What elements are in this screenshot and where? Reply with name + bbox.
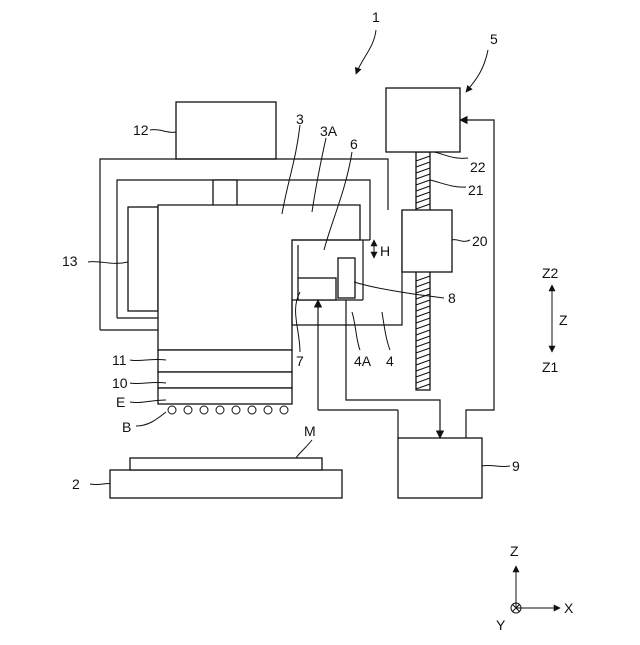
label-4A: 4A xyxy=(354,353,372,369)
part-13-plate xyxy=(128,207,158,311)
part-9-controller xyxy=(398,438,482,498)
label-8: 8 xyxy=(448,290,456,306)
label-5: 5 xyxy=(490,31,498,47)
coord-label-Z: Z xyxy=(510,543,519,559)
label-B: B xyxy=(122,419,131,435)
label-11: 11 xyxy=(112,352,127,368)
label-22: 22 xyxy=(470,159,486,175)
label-2: 2 xyxy=(72,476,80,492)
part-2-stage xyxy=(110,470,342,498)
label-figure-1: 1 xyxy=(372,9,380,25)
label-E: E xyxy=(116,394,125,410)
label-13: 13 xyxy=(62,253,78,269)
part-7-block xyxy=(298,278,336,300)
label-6: 6 xyxy=(350,136,358,152)
coordinate-system xyxy=(511,566,560,613)
label-4: 4 xyxy=(386,353,394,369)
layer-E xyxy=(158,388,292,404)
part-8-sensor xyxy=(338,258,355,298)
label-H: H xyxy=(380,243,390,259)
part-20-nut xyxy=(402,210,452,272)
coord-label-X: X xyxy=(564,600,574,616)
part-12-block xyxy=(176,102,276,159)
bumps-B xyxy=(168,406,288,414)
label-3: 3 xyxy=(296,111,304,127)
label-21: 21 xyxy=(468,182,484,198)
top-connector xyxy=(213,180,237,206)
axis-label-Z1: Z1 xyxy=(542,359,559,375)
coord-label-Y: Y xyxy=(496,617,506,633)
label-3A: 3A xyxy=(320,123,338,139)
label-M: M xyxy=(304,423,316,439)
layer-10 xyxy=(158,372,292,388)
label-20: 20 xyxy=(472,233,488,249)
layer-11 xyxy=(158,350,292,372)
axis-label-Z: Z xyxy=(559,312,568,328)
label-10: 10 xyxy=(112,375,128,391)
label-9: 9 xyxy=(512,458,520,474)
axis-label-Z2: Z2 xyxy=(542,265,559,281)
label-12: 12 xyxy=(133,122,149,138)
part-5-motor xyxy=(386,88,460,152)
label-7: 7 xyxy=(296,353,304,369)
substrate-M xyxy=(130,458,322,470)
